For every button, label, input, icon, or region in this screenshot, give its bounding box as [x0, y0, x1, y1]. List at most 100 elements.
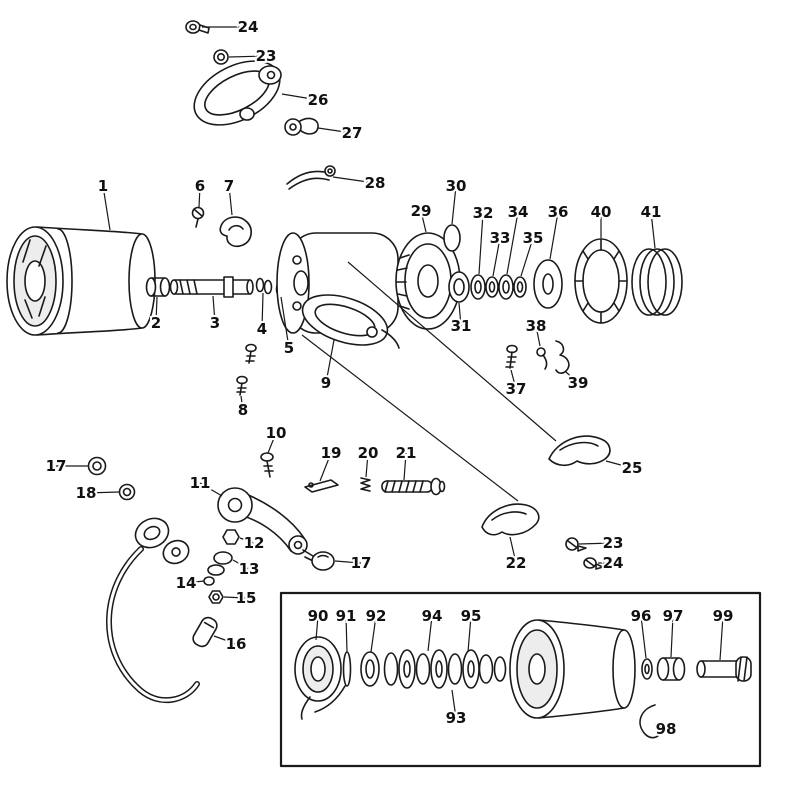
part-4-washers — [255, 277, 273, 295]
part-2-collar — [145, 277, 171, 297]
part-label-96: 96 — [631, 607, 652, 625]
part-7-click-claw — [219, 216, 252, 248]
leader-line-91 — [345, 615, 348, 653]
part-33-washer — [485, 276, 499, 298]
part-label-94: 94 — [422, 607, 443, 625]
part-15-nut — [208, 590, 224, 604]
part-9-body-housing — [276, 232, 400, 349]
leader-line-97 — [670, 615, 674, 658]
part-25-side-cover — [548, 435, 611, 467]
leader-line-37 — [510, 369, 517, 390]
part-17-knob-right — [302, 549, 335, 571]
part-13-washers — [207, 551, 233, 576]
part-35-washer — [513, 276, 527, 298]
leader-line-31 — [458, 302, 462, 327]
part-label-2: 2 — [151, 314, 161, 332]
connector-line — [301, 334, 519, 502]
part-28-spring-plate — [286, 165, 336, 190]
leader-line-25 — [605, 460, 633, 469]
leader-line-96 — [640, 615, 647, 659]
part-label-37: 37 — [506, 380, 527, 398]
part-17-ring-left — [87, 456, 107, 476]
leader-line-2 — [155, 296, 158, 324]
part-16-wire-end-cap — [192, 616, 218, 648]
leader-line-39 — [565, 371, 579, 384]
diagram-artwork — [6, 20, 762, 768]
part-36-gear-plate — [533, 259, 563, 309]
part-label-24: 24 — [603, 554, 624, 572]
part-label-17: 17 — [46, 457, 67, 475]
part-label-21: 21 — [396, 444, 417, 462]
leader-line-38 — [535, 325, 541, 347]
part-label-3: 3 — [210, 314, 220, 332]
leader-line-35 — [520, 237, 534, 277]
leader-line-8 — [240, 395, 244, 411]
leader-line-26 — [281, 93, 319, 101]
leader-line-34 — [506, 211, 519, 275]
part-12-nut — [222, 529, 240, 545]
part-18-washer — [118, 483, 136, 501]
leader-line-10 — [267, 432, 277, 454]
bail-wire-assembly — [106, 517, 200, 704]
leader-line-11 — [199, 482, 223, 497]
part-label-14: 14 — [176, 574, 197, 592]
part-39-spring-wire — [555, 340, 570, 374]
leader-line-28 — [332, 176, 376, 184]
part-label-91: 91 — [336, 607, 357, 625]
part-24-screw-right — [583, 557, 604, 570]
part-99-pin-screw — [696, 656, 752, 682]
leader-line-20 — [365, 452, 369, 478]
part-label-24: 24 — [238, 18, 259, 36]
part-label-16: 16 — [226, 635, 247, 653]
part-40-knurled-cap — [574, 238, 628, 324]
part-34-washer — [498, 274, 514, 300]
leader-line-92 — [370, 615, 377, 653]
part-22-cover — [481, 503, 540, 536]
part-96-washer — [641, 658, 653, 680]
leader-line-12 — [239, 537, 255, 544]
part-label-31: 31 — [451, 317, 472, 335]
leader-line-9 — [325, 339, 335, 384]
part-1-spool — [6, 226, 156, 336]
leader-line-23 — [578, 542, 614, 545]
part-label-34: 34 — [508, 203, 529, 221]
part-label-1: 1 — [98, 177, 108, 195]
part-label-95: 95 — [461, 607, 482, 625]
part-98-clip — [639, 704, 662, 739]
part-32-washer — [470, 274, 486, 300]
part-label-12: 12 — [244, 534, 265, 552]
leader-line-6 — [198, 185, 201, 208]
part-label-40: 40 — [591, 203, 612, 221]
part-label-10: 10 — [266, 424, 287, 442]
part-label-41: 41 — [641, 203, 662, 221]
part-8-screws — [236, 343, 257, 396]
part-27-lever — [284, 117, 319, 136]
part-label-38: 38 — [526, 317, 547, 335]
leader-line-93 — [451, 689, 457, 719]
leader-line-7 — [228, 185, 233, 216]
part-label-15: 15 — [236, 589, 257, 607]
leader-line-16 — [213, 635, 237, 645]
part-label-13: 13 — [239, 560, 260, 578]
connector-line — [347, 261, 557, 442]
part-label-99: 99 — [713, 607, 734, 625]
part-label-29: 29 — [411, 202, 432, 220]
part-label-90: 90 — [308, 607, 329, 625]
leader-line-30 — [451, 185, 457, 225]
part-92-washer — [360, 651, 380, 687]
part-label-11: 11 — [190, 474, 211, 492]
part-label-8: 8 — [238, 401, 248, 419]
part-26-bail-arm-bracket — [193, 60, 282, 126]
leader-line-14 — [185, 580, 205, 584]
leader-line-23 — [228, 55, 267, 58]
part-37-screw — [505, 344, 518, 369]
leader-line-99 — [719, 615, 724, 661]
part-23-washer-top — [213, 49, 229, 65]
part-label-35: 35 — [523, 229, 544, 247]
part-label-33: 33 — [490, 229, 511, 247]
leader-line-17 — [334, 560, 362, 564]
leader-line-36 — [549, 211, 559, 260]
part-label-98: 98 — [656, 720, 677, 738]
